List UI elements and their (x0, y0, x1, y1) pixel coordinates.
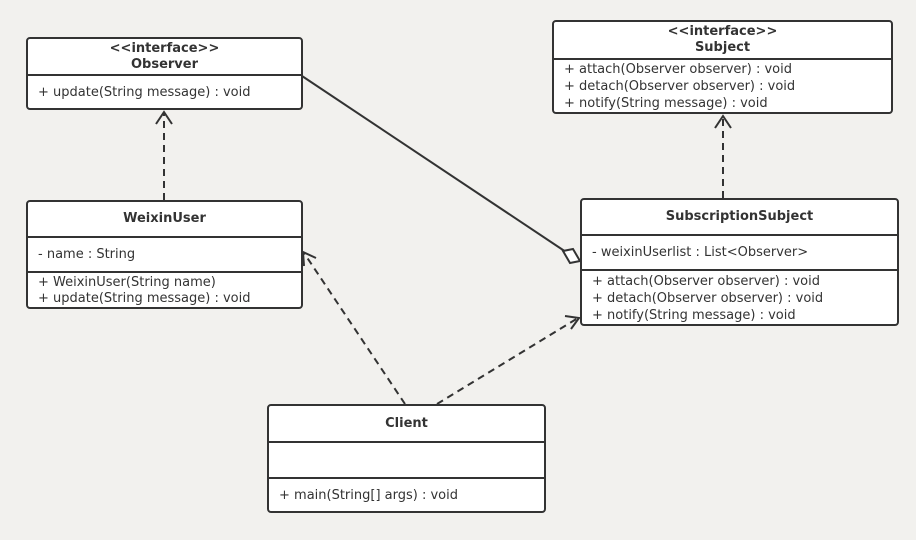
attribute: - name : String (38, 247, 136, 262)
class-name: Subject (694, 40, 751, 55)
method: + attach(Observer observer) : void (592, 274, 820, 289)
class-client[interactable]: Client + main(String[] args) : void (267, 404, 546, 513)
method: + WeixinUser(String name) (38, 275, 216, 290)
attribute: - weixinUserlist : List<Observer> (592, 245, 809, 260)
aggregation-diamond (561, 247, 582, 265)
empty-attributes (269, 443, 544, 479)
dependency-client-subscription (436, 317, 579, 405)
method: + main(String[] args) : void (279, 488, 458, 503)
method: + detach(Observer observer) : void (564, 79, 796, 94)
dependency-client-weixinuser (303, 252, 406, 405)
class-name: Client (385, 415, 428, 431)
method: + attach(Observer observer) : void (564, 62, 792, 77)
class-subscriptionsubject[interactable]: SubscriptionSubject - weixinUserlist : L… (580, 198, 899, 326)
class-name: SubscriptionSubject (665, 209, 814, 224)
class-name: WeixinUser (123, 211, 206, 226)
stereotype: <<interface>> (667, 24, 778, 39)
arrowhead-subscription (564, 315, 581, 330)
class-observer[interactable]: <<interface>>Observer + update(String me… (26, 37, 303, 110)
arrowhead-observer (155, 110, 173, 125)
method: + update(String message) : void (38, 85, 251, 100)
class-weixinuser[interactable]: WeixinUser - name : String + WeixinUser(… (26, 200, 303, 309)
arrowhead-weixinuser (301, 250, 317, 267)
method: + update(String message) : void (38, 291, 251, 306)
method: + notify(String message) : void (564, 96, 768, 111)
stereotype: <<interface>> (109, 40, 220, 56)
arrowhead-subject (714, 114, 732, 129)
method: + notify(String message) : void (592, 308, 796, 323)
aggregation-line (301, 75, 567, 253)
class-name: Observer (130, 56, 199, 72)
method: + detach(Observer observer) : void (592, 291, 824, 306)
class-subject[interactable]: <<interface>>Subject + attach(Observer o… (552, 20, 893, 114)
